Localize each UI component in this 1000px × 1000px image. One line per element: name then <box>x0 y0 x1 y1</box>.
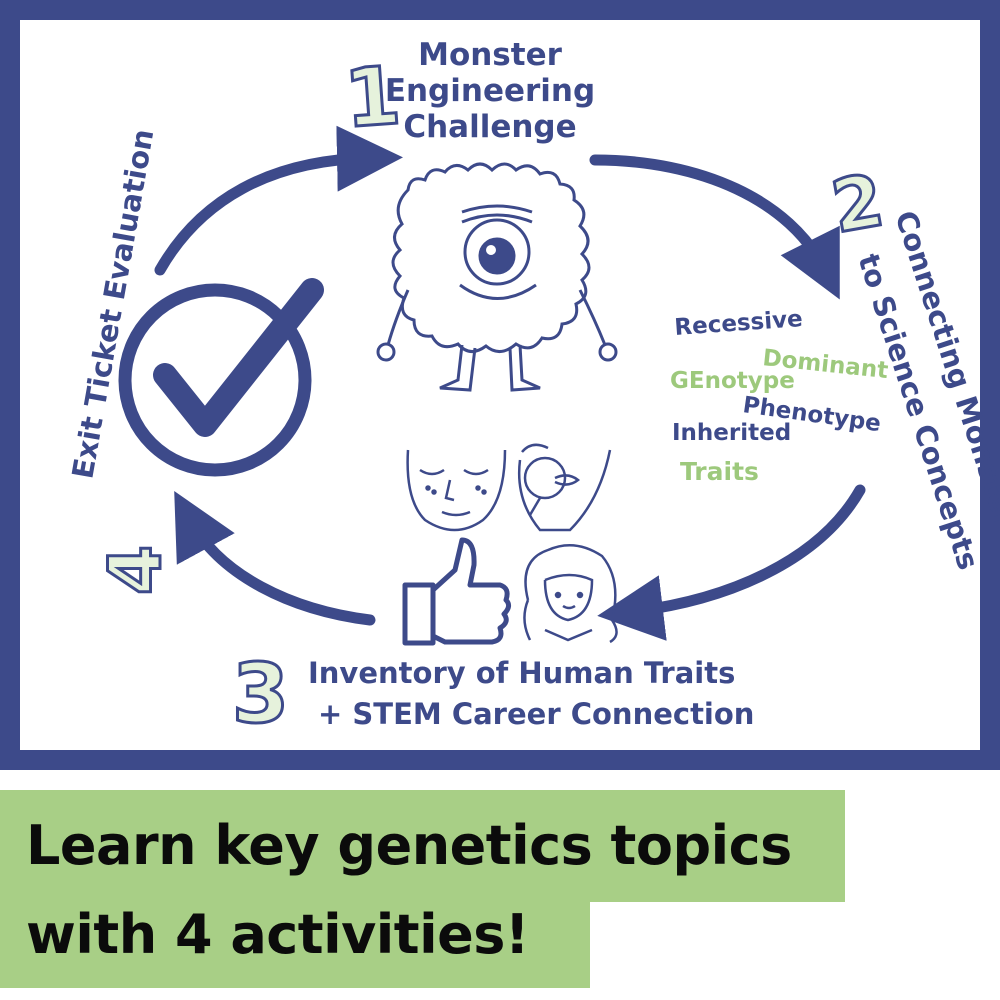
step-2-number: 2 <box>826 158 890 249</box>
concept-recessive: Recessive <box>674 306 804 341</box>
step-1-title-line1: Monster <box>418 37 563 73</box>
step-3-title-line1: Inventory of Human Traits <box>308 656 735 690</box>
caption-line-1: Learn key genetics topics <box>0 790 845 902</box>
arrow-2-to-3 <box>597 484 866 641</box>
arrow-3-to-4 <box>174 491 376 626</box>
thumbs-up-icon <box>402 537 512 646</box>
face-freckles-icon <box>406 449 507 532</box>
step-3-title-line2: + STEM Career Connection <box>318 697 754 731</box>
caption-line-2: with 4 activities! <box>0 900 590 988</box>
curly-hair-face-icon <box>523 543 618 644</box>
checkmark-circle-icon <box>118 278 324 477</box>
arrow-4-to-1 <box>154 125 403 276</box>
step-3-number: 3 <box>232 647 289 742</box>
concept-genotype: GEnotype <box>670 368 795 394</box>
step-1-title-line2: Engineering <box>385 73 595 109</box>
arrow-1-to-2 <box>589 154 840 300</box>
step-4-number: 4 <box>93 545 177 595</box>
face-tongue-roll-icon <box>518 443 612 532</box>
monster-icon <box>376 162 618 392</box>
concept-inherited: Inherited <box>672 420 791 446</box>
concept-traits: Traits <box>680 457 759 486</box>
step-1-number: 1 <box>342 49 404 146</box>
step-1-title-line3: Challenge <box>403 109 576 145</box>
